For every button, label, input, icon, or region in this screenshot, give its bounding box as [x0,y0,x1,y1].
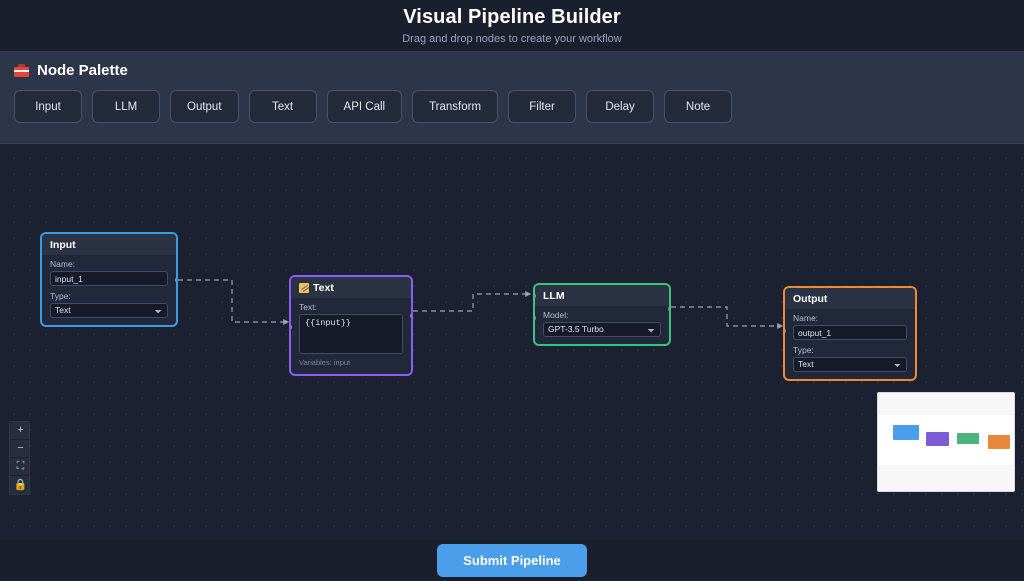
node-output[interactable]: Output Name: Type: Text [783,286,917,381]
node-text-body: Text: Variables: input [291,298,411,374]
node-input-type-label: Type: [50,291,71,301]
node-text-header: Text [291,277,411,298]
node-output-type-label: Type: [793,345,814,355]
page-subtitle: Drag and drop nodes to create your workf… [402,33,622,45]
node-output-name-label: Name: [793,313,819,323]
node-palette-buttons: Input LLM Output Text API Call Transform… [14,90,1010,123]
canvas-controls: + − ⛶ 🔒 [9,421,30,495]
palette-button-api-call[interactable]: API Call [326,90,403,123]
edge-llm-to-output [671,306,784,329]
node-llm-title: LLM [543,290,565,302]
node-input-header: Input [42,234,176,255]
minimap-node-llm [957,433,979,444]
edge-input-to-text [178,279,290,325]
node-input[interactable]: Input Name: Type: Text [40,232,178,327]
palette-button-filter[interactable]: Filter [508,90,577,123]
fit-view-icon[interactable]: ⛶ [10,458,29,476]
node-input-body: Name: Type: Text [42,255,176,325]
lock-icon[interactable]: 🔒 [10,476,29,494]
node-llm-model-select[interactable]: GPT-3.5 Turbo [543,322,661,337]
node-input-title: Input [50,239,76,251]
zoom-out-icon[interactable]: − [10,440,29,458]
zoom-in-icon[interactable]: + [10,422,29,440]
minimap-node-text [926,432,949,446]
palette-button-transform[interactable]: Transform [412,90,499,123]
palette-button-output[interactable]: Output [170,90,239,123]
palette-button-note[interactable]: Note [664,90,733,123]
node-output-header: Output [785,288,915,309]
toolbox-icon [14,64,29,77]
node-palette-title: Node Palette [37,62,128,79]
memo-icon [299,283,309,293]
pipeline-canvas[interactable]: Input Name: Type: Text Text Text: Variab… [0,144,1024,540]
node-output-title: Output [793,293,828,305]
node-output-body: Name: Type: Text [785,309,915,379]
node-text-source-handle[interactable] [410,313,411,319]
node-palette-heading: Node Palette [14,62,1010,79]
node-input-name-field[interactable] [50,271,168,286]
node-text-label: Text: [299,302,317,312]
node-text[interactable]: Text Text: Variables: input [289,275,413,376]
node-input-type-select[interactable]: Text [50,303,168,318]
palette-button-input[interactable]: Input [14,90,82,123]
node-llm[interactable]: LLM Model: GPT-3.5 Turbo [533,283,671,346]
node-llm-header: LLM [535,285,669,306]
app-header: Visual Pipeline Builder Drag and drop no… [0,0,1024,51]
node-palette-bar: Node Palette Input LLM Output Text API C… [0,51,1024,144]
node-input-name-label: Name: [50,259,76,269]
node-llm-model-label: Model: [543,310,569,320]
node-output-name-field[interactable] [793,325,907,340]
node-output-type-select[interactable]: Text [793,357,907,372]
submit-pipeline-button[interactable]: Submit Pipeline [437,544,587,577]
page-title: Visual Pipeline Builder [403,6,621,28]
edge-text-to-llm [413,291,532,312]
node-input-source-handle[interactable] [175,277,176,283]
minimap-node-input [893,425,919,440]
canvas-minimap[interactable] [877,392,1015,492]
minimap-node-output [988,435,1010,449]
node-text-title: Text [313,282,334,294]
submit-bar: Submit Pipeline [0,540,1024,581]
node-text-textarea[interactable] [299,314,403,354]
node-llm-source-handle[interactable] [668,306,669,312]
palette-button-llm[interactable]: LLM [92,90,160,123]
node-text-variables: Variables: input [299,358,351,367]
palette-button-text[interactable]: Text [248,90,317,123]
palette-button-delay[interactable]: Delay [586,90,655,123]
node-llm-body: Model: GPT-3.5 Turbo [535,306,669,344]
